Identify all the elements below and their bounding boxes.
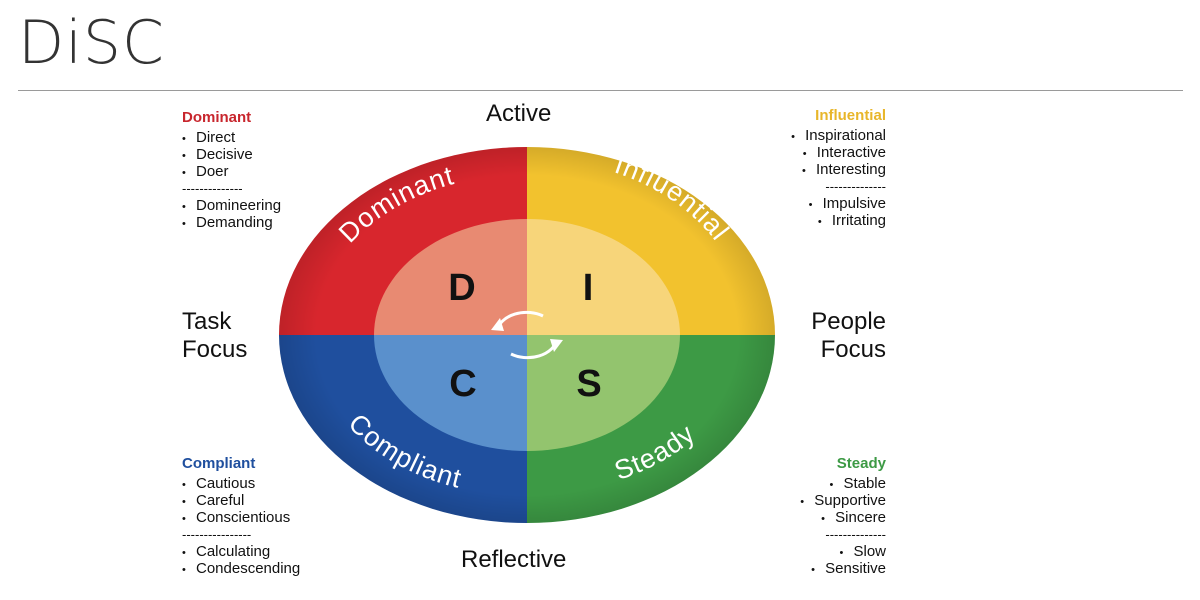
letter-i: I: [583, 267, 594, 309]
dominant-negative: Domineering: [182, 198, 342, 215]
compliant-trait: Cautious: [182, 476, 352, 493]
compliant-negative: Condescending: [182, 561, 352, 578]
influential-heading: Influential: [815, 107, 886, 124]
influential-negative: Impulsive: [726, 196, 886, 213]
dominant-trait: Doer: [182, 164, 342, 181]
quadrant-dominant-inner: [374, 219, 527, 335]
axis-left-line1: Task: [182, 308, 232, 335]
influential-trait: Interactive: [726, 145, 886, 162]
axis-top-label: Active: [486, 100, 552, 127]
compliant-trait: Conscientious: [182, 510, 352, 527]
steady-trait-box: Steady Stable Supportive Sincere -------…: [726, 456, 886, 578]
influential-trait: Inspirational: [726, 128, 886, 145]
compliant-negative: Calculating: [182, 544, 352, 561]
axis-right-label: People Focus: [786, 308, 886, 364]
axis-left-line2: Focus: [182, 336, 248, 363]
quadrant-influential-inner: [527, 219, 680, 335]
steady-trait: Stable: [726, 476, 886, 493]
axis-left-label: Task Focus: [182, 308, 247, 364]
dominant-trait: Direct: [182, 130, 342, 147]
compliant-separator: ----------------: [182, 527, 252, 542]
title-divider: [18, 90, 1183, 91]
letter-c: C: [449, 363, 476, 405]
influential-negative: Irritating: [726, 213, 886, 230]
influential-trait: Interesting: [726, 162, 886, 179]
axis-right-line1: People: [811, 308, 886, 335]
steady-negative: Sensitive: [726, 561, 886, 578]
compliant-heading: Compliant: [182, 455, 256, 472]
quadrant-compliant-inner: [374, 335, 527, 451]
steady-trait: Sincere: [726, 510, 886, 527]
compliant-trait-box: Compliant Cautious Careful Conscientious…: [182, 456, 352, 578]
axis-right-line2: Focus: [820, 336, 886, 363]
steady-separator: --------------: [825, 527, 886, 542]
slide-title: DiSC: [18, 8, 165, 78]
quadrant-steady-inner: [527, 335, 680, 451]
steady-negative: Slow: [726, 544, 886, 561]
steady-heading: Steady: [836, 455, 886, 472]
steady-trait: Supportive: [726, 493, 886, 510]
dominant-trait: Decisive: [182, 147, 342, 164]
compliant-trait: Careful: [182, 493, 352, 510]
influential-trait-box: Influential Inspirational Interactive In…: [726, 108, 886, 230]
axis-bottom-label: Reflective: [461, 546, 567, 573]
dominant-heading: Dominant: [182, 109, 252, 126]
dominant-negative: Demanding: [182, 215, 342, 232]
dominant-trait-box: Dominant Direct Decisive Doer ----------…: [182, 110, 342, 232]
dominant-separator: --------------: [182, 181, 243, 196]
letter-s: S: [576, 363, 601, 405]
letter-d: D: [448, 267, 475, 309]
influential-separator: --------------: [825, 179, 886, 194]
